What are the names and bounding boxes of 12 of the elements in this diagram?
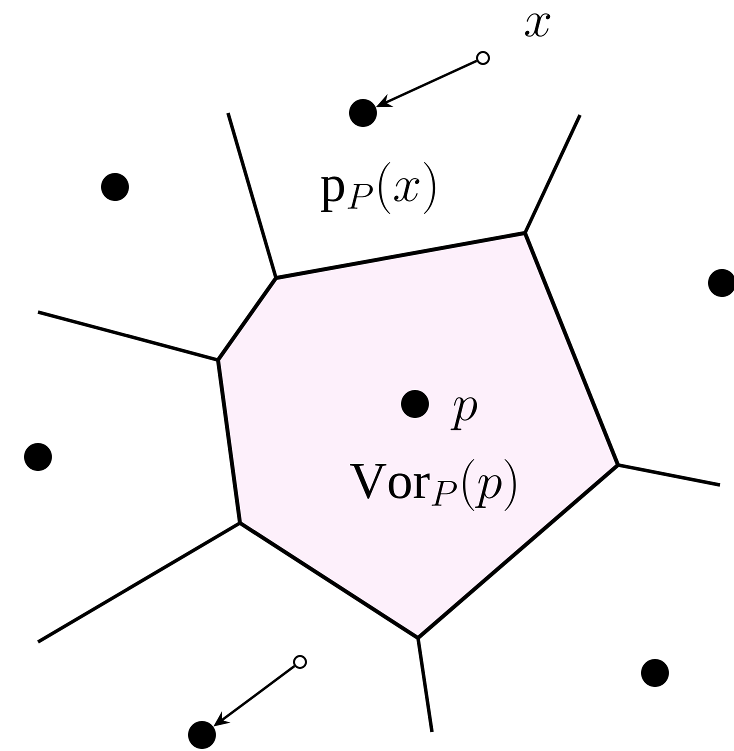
site-point (101, 173, 129, 201)
point-label: $\mathrm{p}_P(x)$ (320, 162, 436, 214)
site-point (401, 390, 429, 418)
site-point (349, 99, 377, 127)
site-point (708, 269, 734, 297)
query-point (293, 655, 307, 669)
site-point (641, 659, 669, 687)
point-label: $p$ (450, 397, 478, 430)
site-point (188, 721, 216, 749)
point-label: $x$ (525, 13, 550, 37)
site-point (24, 443, 52, 471)
query-point (476, 51, 490, 65)
